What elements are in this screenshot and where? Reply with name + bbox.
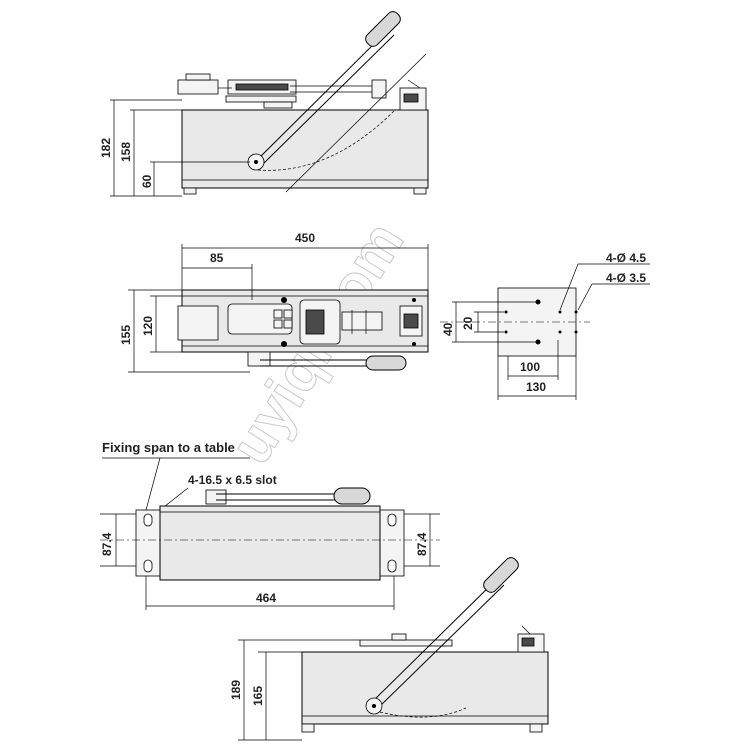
hole-label-large: 4-Ø 4.5 <box>606 251 646 265</box>
dim-inner-width: 120 <box>141 316 155 336</box>
hole-label-small: 4-Ø 3.5 <box>606 271 646 285</box>
top-plate <box>359 639 453 647</box>
dim-width-inner: 100 <box>520 360 540 374</box>
side-lever-handle <box>483 557 519 593</box>
dim-body-height-bottom: 165 <box>251 686 265 706</box>
gauge-display <box>235 83 289 91</box>
base-lever-handle <box>333 487 371 505</box>
top-lever-handle <box>365 355 407 371</box>
end-view: 40 20 100 130 4-Ø 4.5 4-Ø 3.5 <box>440 251 650 400</box>
gauge-screen <box>305 309 325 335</box>
dim-hole-outer: 40 <box>441 322 455 336</box>
slot-label: 4-16.5 x 6.5 slot <box>188 473 277 487</box>
dim-width-outer: 130 <box>526 380 546 394</box>
dim-right-span: 87.4 <box>415 532 429 556</box>
dim-overall-height-bottom: 189 <box>229 680 243 700</box>
side-view-bottom: 189 165 <box>229 557 549 741</box>
side-view-top: 182 158 60 <box>99 11 429 197</box>
dim-hole-inner: 20 <box>461 316 475 330</box>
base-body <box>159 505 381 581</box>
dim-fixing-span: 464 <box>256 591 276 605</box>
foot-left <box>183 187 197 195</box>
top-view: 450 85 155 120 <box>119 231 429 373</box>
dim-body-height-top: 158 <box>119 142 133 162</box>
dim-left-span: 87.4 <box>100 532 114 556</box>
lever-handle <box>365 11 401 47</box>
dim-pivot-height: 60 <box>140 174 154 188</box>
fixing-span-title: Fixing span to a table <box>102 440 235 455</box>
dim-outer-width: 155 <box>119 325 133 345</box>
foot-right <box>413 187 427 195</box>
dim-offset: 85 <box>210 251 224 265</box>
dim-overall-height-top: 182 <box>99 138 113 158</box>
dim-length: 450 <box>295 231 315 245</box>
base-view: Fixing span to a table 4-16.5 x 6.5 slot… <box>100 440 440 610</box>
body-box <box>181 109 429 189</box>
side-body-bottom <box>301 651 549 725</box>
